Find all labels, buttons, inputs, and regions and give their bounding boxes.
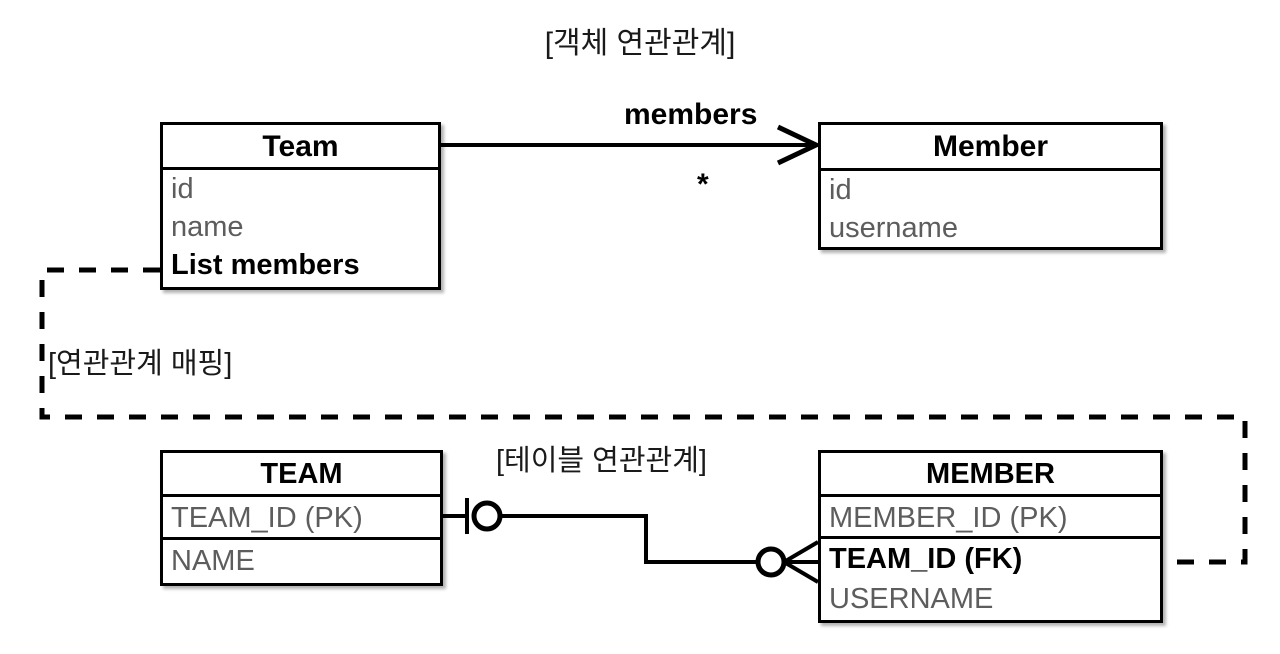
table-team-columns: TEAM_ID (PK) NAME [163,497,440,583]
table-team-title: TEAM [163,453,440,497]
entity-team-field-id: id [171,173,194,205]
entity-member-title: Member [821,125,1160,171]
cardinality-crowsfoot-icon [782,540,820,584]
cardinality-zero-circle-team-icon [471,500,503,532]
entity-member-fields: id username [821,171,1160,247]
association-label-members: members [624,98,758,131]
table-member-column-username: USERNAME [829,583,994,615]
object-model-caption: [객체 연관관계] [544,27,736,60]
entity-member-field-id: id [829,174,852,206]
entity-team-title: Team [163,125,438,170]
entity-team-fields: id name List members [163,170,438,284]
association-team-members-member [441,124,822,166]
entity-member[interactable]: Member id username [818,122,1163,250]
cardinality-zero-circle-member-icon [755,546,787,578]
entity-team-field-list-members: List members [171,249,360,281]
entity-team-field-name: name [171,211,244,243]
table-team-column-name: NAME [171,545,255,577]
table-member-title: MEMBER [821,453,1160,497]
table-team[interactable]: TEAM TEAM_ID (PK) NAME [160,450,443,586]
table-team-column-team-id: TEAM_ID (PK) [163,497,440,540]
table-relationship-connector [443,498,820,584]
table-member[interactable]: MEMBER MEMBER_ID (PK) TEAM_ID (FK) USERN… [818,450,1163,623]
mapping-caption: [연관관계 매핑] [48,348,233,380]
relationship-line [500,514,757,564]
entity-team[interactable]: Team id name List members [160,122,441,290]
table-model-caption: [테이블 연관관계] [496,445,707,477]
table-member-column-member-id: MEMBER_ID (PK) [821,497,1160,539]
table-member-columns: MEMBER_ID (PK) TEAM_ID (FK) USERNAME [821,497,1160,619]
table-member-column-team-id-fk: TEAM_ID (FK) [829,543,1023,575]
association-multiplicity-label: * [697,168,709,201]
entity-member-field-username: username [829,212,958,244]
association-arrowhead-icon [776,124,822,166]
